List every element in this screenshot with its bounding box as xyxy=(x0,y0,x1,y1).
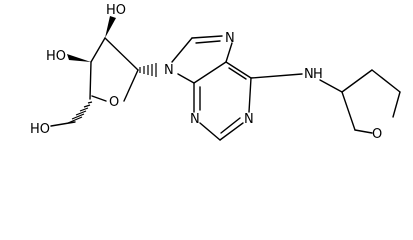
pyrimidine-ring xyxy=(193,61,252,141)
molecule-structure: HO HO HO O N N N N N H O xyxy=(30,3,401,142)
tetrahydrofuran-oxygen: O xyxy=(372,127,382,142)
wedge-bond-c2-oh xyxy=(105,16,116,38)
tetrahydrofuran-ring xyxy=(341,69,401,134)
amine-nitrogen: N xyxy=(304,67,314,82)
hydroxyl-label-c3: HO xyxy=(46,49,66,64)
nitrogen-n7: N xyxy=(225,31,235,46)
bond-ch2-oh xyxy=(50,121,76,127)
amine-hydrogen: H xyxy=(313,67,323,82)
ribose-ring-oxygen: O xyxy=(109,95,119,110)
hashed-bond-c1-n9 xyxy=(139,63,157,77)
bond-nh-thf xyxy=(319,79,343,93)
nitrogen-n1: N xyxy=(244,112,254,127)
hydroxyl-label-c5: HO xyxy=(30,122,50,137)
imidazole-ring xyxy=(171,35,233,84)
nitrogen-n9: N xyxy=(164,63,174,78)
hydroxyl-label-c2: HO xyxy=(106,3,126,18)
nitrogen-n3: N xyxy=(190,112,200,127)
ribose-ring xyxy=(89,37,139,102)
hashed-bond-c4-ch2 xyxy=(67,101,93,124)
bond-c6-nh xyxy=(250,73,303,79)
wedge-bond-c3-oh xyxy=(67,54,91,62)
